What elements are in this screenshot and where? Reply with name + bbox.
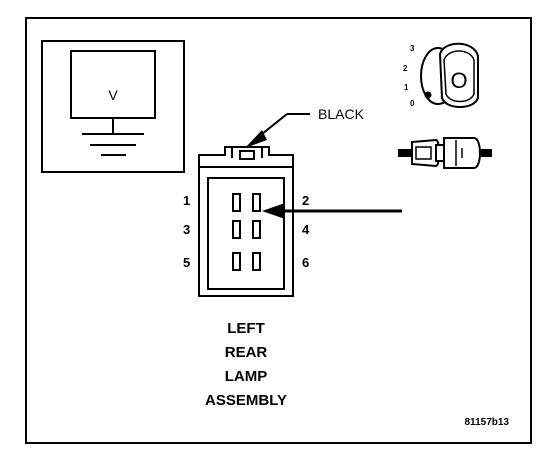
pin-label-3: 3 (183, 222, 190, 237)
key-letter: O (450, 68, 467, 93)
component-title-line-1: LEFT (227, 320, 265, 337)
meter-display (70, 50, 156, 119)
figure-id: 81157b13 (465, 417, 510, 428)
ignition-position-3: 3 (410, 44, 415, 53)
connector-body (198, 146, 294, 297)
voltmeter-icon: V (41, 40, 185, 173)
pin-cavity-3 (232, 220, 241, 239)
connector-color-label: BLACK (318, 106, 365, 122)
pin-label-1: 1 (183, 193, 190, 208)
component-title-line-4: ASSEMBLY (205, 392, 287, 409)
pin-cavity-1 (232, 193, 241, 212)
connector-face (207, 177, 285, 290)
pin-cavity-6 (252, 252, 261, 271)
meter-symbol: V (108, 87, 118, 103)
pin-label-5: 5 (183, 255, 190, 270)
ignition-position-2: 2 (403, 64, 408, 73)
pin-label-6: 6 (302, 255, 309, 270)
pin-label-2: 2 (302, 193, 309, 208)
ignition-position-1: 1 (404, 83, 409, 92)
pin-cavity-4 (252, 220, 261, 239)
pin-label-4: 4 (302, 222, 310, 237)
position-indicator-dot (424, 91, 432, 99)
pin-cavity-2 (252, 193, 261, 212)
pin-cavity-5 (232, 252, 241, 271)
callout-arrowhead-icon (245, 130, 267, 148)
key-side-view-icon (398, 137, 492, 169)
probe-arrowhead-icon (262, 203, 285, 219)
probe-arrow (262, 203, 402, 219)
ignition-position-0: 0 (410, 99, 415, 108)
component-title-line-3: LAMP (225, 368, 268, 385)
component-title-line-2: REAR (225, 344, 268, 361)
black-callout: BLACK (245, 106, 365, 148)
ground-icon (82, 118, 144, 156)
ignition-switch-icon: 3 2 1 0 O (398, 42, 492, 169)
key-head-icon (438, 42, 479, 108)
